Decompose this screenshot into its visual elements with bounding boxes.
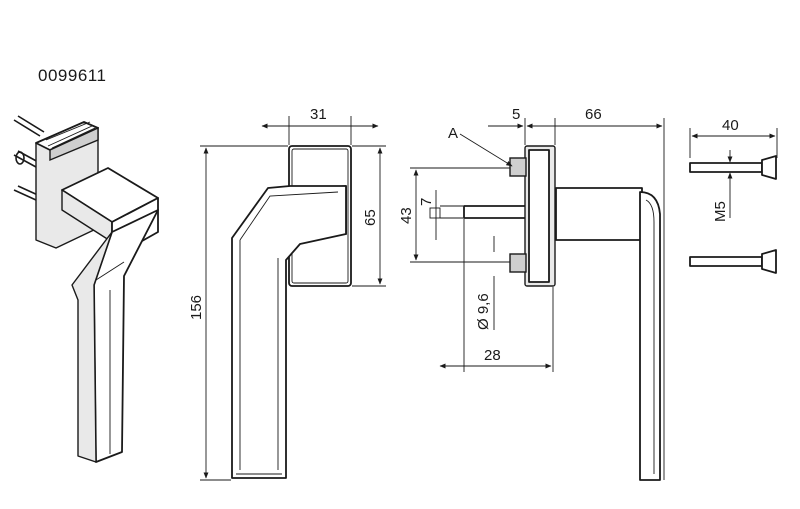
isometric-view: [13, 115, 159, 463]
side-screw-top: [509, 157, 527, 177]
front-view: 31 156 65: [188, 106, 386, 481]
detail-a-label: A: [448, 125, 458, 142]
width-dimension-label: 31: [310, 106, 327, 123]
screw-top: [689, 155, 777, 180]
base-height-dimension-label: 65: [362, 209, 379, 226]
spindle-dimension-label: 28: [484, 347, 501, 364]
flange-dimension-label: 5: [512, 106, 520, 123]
depth-dimension-label: 66: [585, 106, 602, 123]
part-number: 0099611: [38, 66, 107, 85]
side-screw-bottom: [509, 253, 527, 273]
screw-view: 40 M5: [689, 117, 778, 274]
square-dimension-label: 7: [418, 198, 435, 206]
height-dimension-label: 156: [188, 295, 205, 320]
thread-label: M5: [712, 201, 729, 222]
spacing-dimension-label: 43: [398, 207, 415, 224]
front-lever: [231, 185, 347, 479]
screw-bottom: [689, 249, 777, 274]
side-neck: [555, 187, 643, 241]
diameter-dimension-label: Ø 9,6: [475, 293, 492, 330]
side-view: A 5 66 43 7 Ø 9,6 28: [398, 106, 665, 481]
side-spindle: [463, 205, 529, 219]
screw-length-label: 40: [722, 117, 739, 134]
side-lever: [639, 191, 661, 481]
